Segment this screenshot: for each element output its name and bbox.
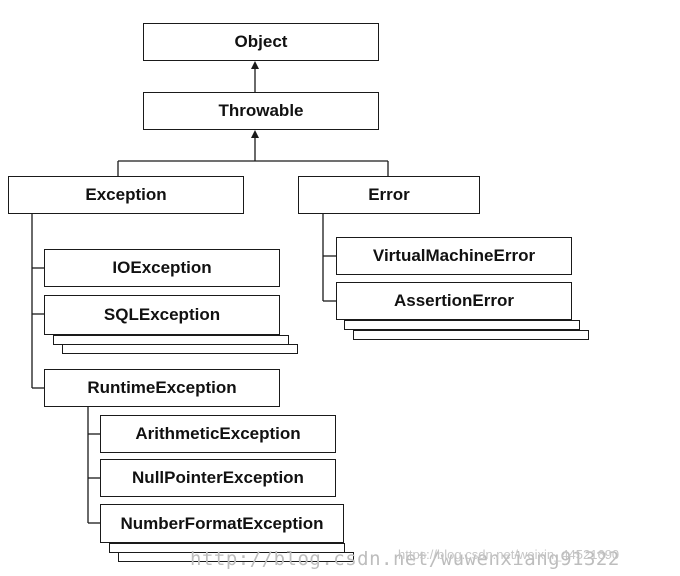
assertionerror-class-box: AssertionError — [336, 282, 572, 320]
stack-layer — [109, 543, 345, 553]
arrowhead-object — [251, 61, 259, 69]
exception-class-box: Exception — [8, 176, 244, 214]
runtimeexception-class-box: RuntimeException — [44, 369, 280, 407]
nullpointerexception-class-box: NullPointerException — [100, 459, 336, 497]
stack-layer — [62, 344, 298, 354]
stack-layer — [344, 320, 580, 330]
virtualmachineerror-class-box: VirtualMachineError — [336, 237, 572, 275]
throwable-class-box: Throwable — [143, 92, 379, 130]
error-class-box: Error — [298, 176, 480, 214]
stack-layer — [53, 335, 289, 345]
sqlexception-class-box: SQLException — [44, 295, 280, 335]
numberformatexception-class-box: NumberFormatException — [100, 504, 344, 543]
stack-layer — [118, 552, 354, 562]
arrowhead-throwable — [251, 130, 259, 138]
stack-layer — [353, 330, 589, 340]
object-class-box: Object — [143, 23, 379, 61]
arithmeticexception-class-box: ArithmeticException — [100, 415, 336, 453]
ioexception-class-box: IOException — [44, 249, 280, 287]
